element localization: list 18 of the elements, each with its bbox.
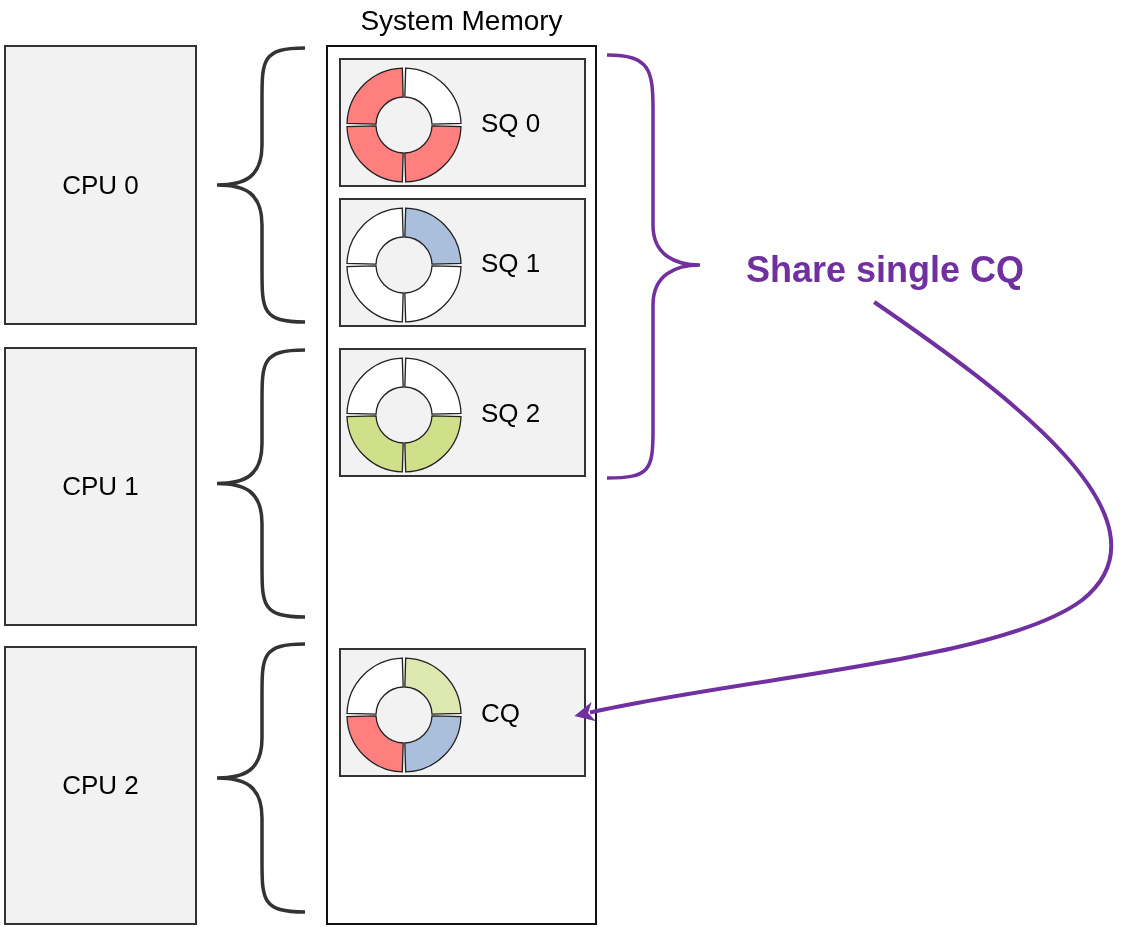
queue-box — [339, 58, 586, 187]
queue-box — [339, 648, 586, 777]
cpu-box — [4, 646, 197, 925]
queue-label: CQ — [481, 696, 520, 729]
cpu-label: CPU 0 — [62, 168, 139, 202]
annotation-text: Share single CQ — [705, 240, 1065, 300]
curved-arrow — [574, 300, 1113, 722]
queue-label: SQ 2 — [481, 396, 541, 429]
memory-panel — [326, 45, 597, 925]
cpu-box — [4, 45, 197, 325]
cpu-box — [4, 347, 197, 626]
cpu-label: CPU 1 — [62, 470, 139, 503]
cpu-label: CPU 2 — [62, 769, 139, 802]
queue-box — [339, 348, 586, 477]
queue-box — [339, 198, 586, 327]
panel-title: System Memory — [359, 4, 564, 38]
queue-label: SQ 1 — [481, 246, 541, 279]
queue-label: SQ 0 — [481, 106, 541, 139]
